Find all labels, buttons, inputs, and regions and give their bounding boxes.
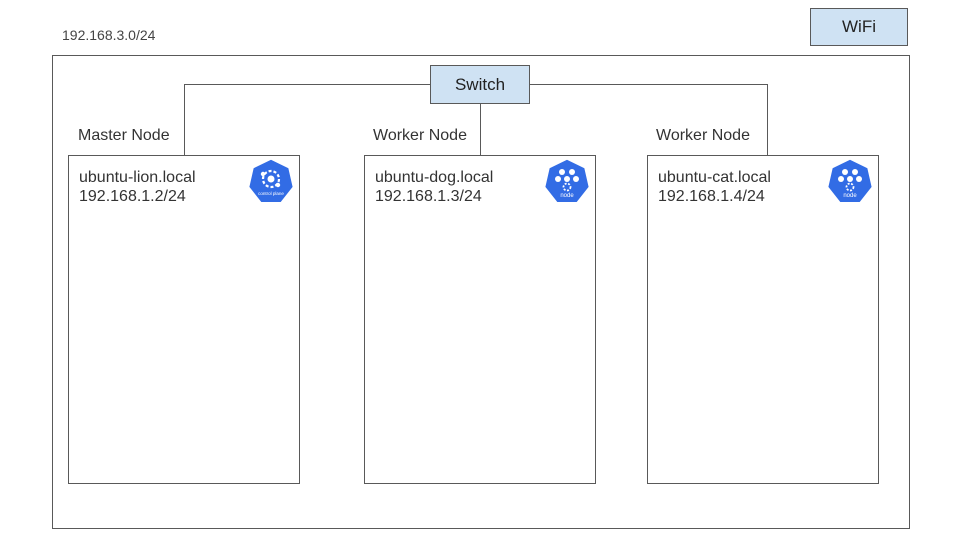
node-ip: 192.168.1.2/24 — [79, 188, 186, 205]
node-hostname: ubuntu-lion.local — [79, 169, 196, 186]
wifi-label: WiFi — [842, 17, 876, 36]
node-box-worker-1[interactable]: ubuntu-dog.local 192.168.1.3/24 node — [364, 155, 596, 484]
subnet-label: 192.168.3.0/24 — [62, 27, 156, 43]
node-hostname: ubuntu-dog.local — [375, 169, 494, 186]
node-ip: 192.168.1.4/24 — [658, 188, 765, 205]
role-label-master: Master Node — [78, 127, 170, 144]
wifi-box[interactable]: WiFi — [810, 8, 908, 46]
control-plane-icon: control plane — [247, 158, 295, 204]
connector-top-left — [184, 84, 430, 85]
switch-label: Switch — [454, 74, 506, 94]
role-label-worker-2: Worker Node — [656, 127, 750, 144]
node-ip: 192.168.1.3/24 — [375, 188, 482, 205]
node-icon: node — [826, 158, 874, 204]
icon-label: node — [843, 193, 857, 199]
node-hostname: ubuntu-cat.local — [658, 169, 771, 186]
node-box-worker-2[interactable]: ubuntu-cat.local 192.168.1.4/24 node — [647, 155, 879, 484]
node-box-master[interactable]: ubuntu-lion.local 192.168.1.2/24 control… — [68, 155, 300, 484]
switch-box[interactable]: Switch — [430, 65, 530, 104]
icon-label: control plane — [258, 191, 284, 196]
connector-master — [184, 84, 185, 155]
role-label-worker-1: Worker Node — [373, 127, 467, 144]
node-icon: node — [543, 158, 591, 204]
connector-top-right — [530, 84, 767, 85]
connector-worker-1 — [480, 104, 481, 155]
connector-worker-2 — [767, 84, 768, 155]
network-boundary — [52, 55, 910, 529]
icon-label: node — [560, 193, 574, 199]
